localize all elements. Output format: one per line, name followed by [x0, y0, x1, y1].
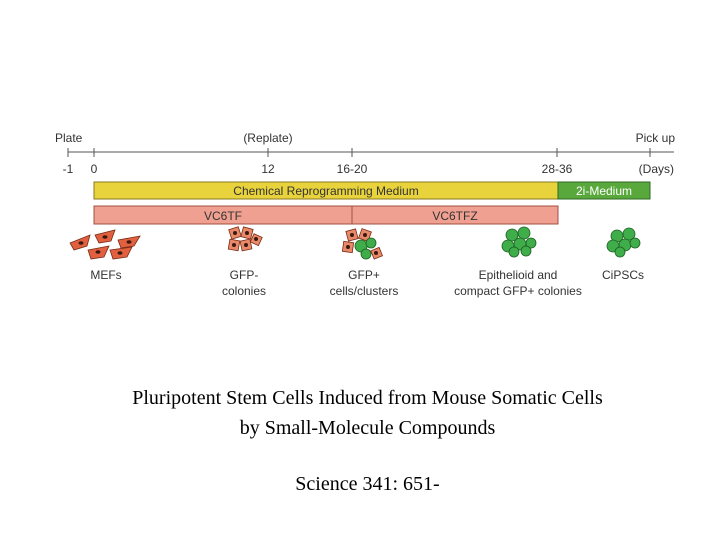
vc6tf-label: VC6TF — [204, 209, 242, 223]
vc6tfz-bar — [351, 205, 559, 225]
replate-label: (Replate) — [243, 131, 292, 145]
paper-title-line: by Small-Molecule Compounds — [239, 417, 496, 439]
two-i-medium-label: 2i-Medium — [576, 184, 632, 198]
epithelioid-colony-icon — [501, 226, 537, 258]
stage-label: CiPSCs — [602, 268, 644, 282]
stage-label: GFP- — [230, 268, 259, 282]
cipsc-colony-icon — [606, 227, 641, 258]
stage-label: GFP+ — [348, 268, 380, 282]
vc6tfz-label: VC6TFZ — [432, 209, 477, 223]
stage-label: compact GFP+ colonies — [454, 284, 582, 298]
paper-title-line: Pluripotent Stem Cells Induced from Mous… — [132, 387, 603, 409]
plate-label: Plate — [55, 131, 83, 145]
fibroblast-cells-icon — [69, 229, 141, 260]
gfp-positive-cluster-icon — [341, 228, 384, 260]
two-i-medium-bar — [557, 181, 651, 200]
chemical-medium-label: Chemical Reprogramming Medium — [233, 184, 418, 198]
day-tick-label: 0 — [91, 162, 98, 176]
day-tick-label: 16-20 — [337, 162, 368, 176]
stage-label: MEFs — [90, 268, 121, 282]
citation: Science 341: 651- — [295, 473, 440, 495]
day-tick-label: (Days) — [639, 162, 674, 176]
gfp-negative-colony-icon — [227, 226, 263, 252]
day-tick-label: 28-36 — [542, 162, 573, 176]
day-tick-label: -1 — [63, 162, 74, 176]
stage-label: Epithelioid and — [479, 268, 558, 282]
day-tick-label: 12 — [261, 162, 275, 176]
paper-title: Pluripotent Stem Cells Induced from Mous… — [60, 383, 675, 443]
stage-label: colonies — [222, 284, 266, 298]
pickup-label: Pick up — [636, 131, 676, 145]
stage-label: cells/clusters — [330, 284, 399, 298]
